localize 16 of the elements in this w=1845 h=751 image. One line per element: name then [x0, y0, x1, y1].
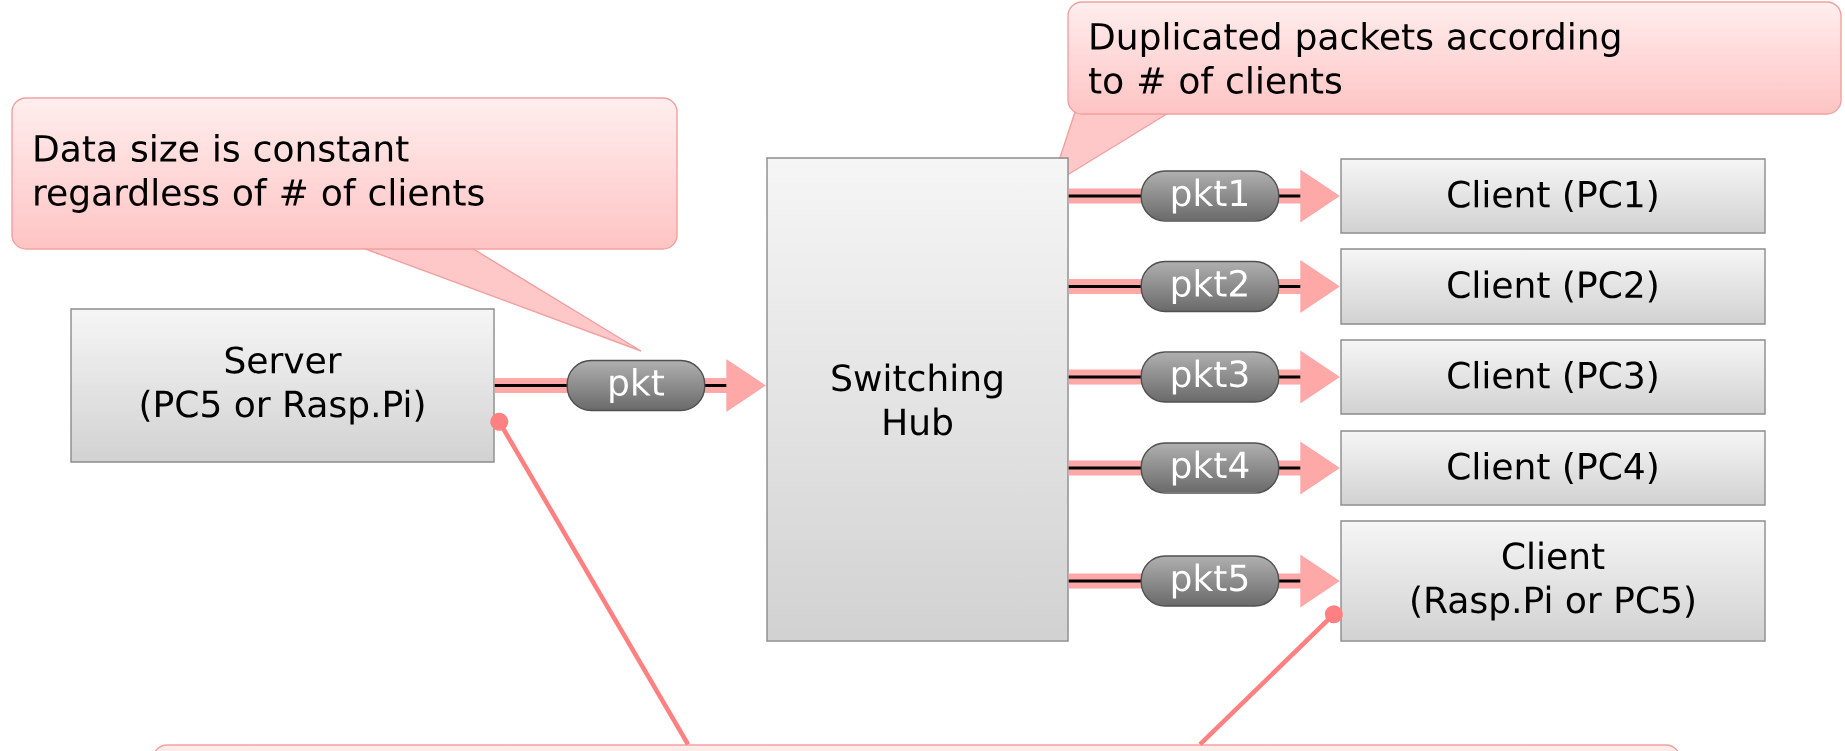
- packet-label: pkt1: [1140, 170, 1280, 222]
- packet-label: pkt: [566, 359, 706, 412]
- packet-label: pkt5: [1140, 555, 1280, 607]
- device-box: Client (PC2): [1340, 248, 1766, 325]
- leader-line: [490, 412, 690, 746]
- packet-label: pkt3: [1140, 351, 1280, 403]
- device-box: Client (PC4): [1340, 430, 1766, 506]
- device-box: Client (PC1): [1340, 158, 1766, 234]
- device-box: Client (PC3): [1340, 339, 1766, 415]
- packet-label: pkt2: [1140, 260, 1280, 313]
- callout-box: [152, 744, 1681, 751]
- packet-label: pkt4: [1140, 442, 1280, 494]
- device-box: Switching Hub: [766, 157, 1069, 642]
- leader-line: [1198, 605, 1343, 746]
- device-box: Server (PC5 or Rasp.Pi): [70, 308, 495, 463]
- device-box: Client (Rasp.Pi or PC5): [1340, 520, 1766, 642]
